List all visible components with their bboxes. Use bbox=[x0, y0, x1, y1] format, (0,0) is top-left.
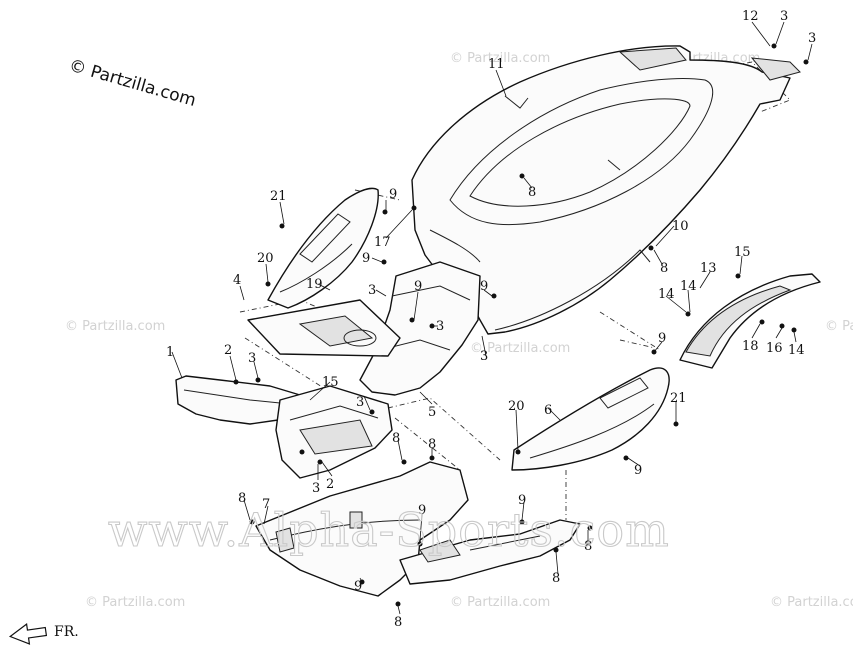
callout-label: 21 bbox=[270, 189, 287, 204]
callout-label: 8 bbox=[528, 185, 536, 200]
fasteners bbox=[233, 43, 809, 607]
callout-label: 18 bbox=[742, 339, 759, 354]
callout-label: 7 bbox=[262, 497, 270, 512]
callout-label: 9 bbox=[389, 187, 397, 202]
callout-label: 9 bbox=[658, 331, 666, 346]
front-left-trim bbox=[175, 375, 301, 425]
callout-label: 14 bbox=[658, 287, 675, 302]
callout-label: 16 bbox=[766, 341, 783, 356]
callout-label: 17 bbox=[374, 235, 391, 250]
watermark-tile: © Partzilla.com bbox=[450, 595, 550, 610]
callout-label: 11 bbox=[488, 57, 505, 72]
callout-label: 20 bbox=[508, 399, 525, 414]
callout-label: 21 bbox=[670, 391, 687, 406]
callout-label: 10 bbox=[672, 219, 689, 234]
watermark-tile: © Partzilla.com bbox=[770, 595, 853, 610]
callout-label: 9 bbox=[518, 493, 526, 508]
callout-label: 3 bbox=[248, 351, 256, 366]
callout-label: 8 bbox=[552, 571, 560, 586]
callout-label: 15 bbox=[734, 245, 751, 260]
arrow-left-icon bbox=[8, 623, 48, 645]
callout-label: 14 bbox=[680, 279, 697, 294]
callout-label: 9 bbox=[634, 463, 642, 478]
callout-label: 3 bbox=[312, 481, 320, 496]
rear-body-cover bbox=[411, 45, 801, 335]
callout-label: 1 bbox=[166, 345, 174, 360]
callout-label: 3 bbox=[356, 395, 364, 410]
left-side-cover bbox=[267, 187, 379, 309]
callout-label: 9 bbox=[354, 579, 362, 594]
callout-label: 9 bbox=[418, 503, 426, 518]
leader-lines bbox=[171, 21, 813, 615]
decal-panel bbox=[247, 299, 401, 357]
callout-label: 8 bbox=[238, 491, 246, 506]
front-label: FR. bbox=[54, 624, 79, 640]
callout-label: 9 bbox=[480, 279, 488, 294]
callout-label: 2 bbox=[224, 343, 232, 358]
callout-label: 13 bbox=[700, 261, 717, 276]
callout-label: 8 bbox=[660, 261, 668, 276]
callout-label: 8 bbox=[392, 431, 400, 446]
front-direction-indicator: FR. bbox=[8, 623, 79, 645]
callout-label: 3 bbox=[808, 31, 816, 46]
callout-label: 9 bbox=[362, 251, 370, 266]
rear-fender bbox=[679, 273, 821, 369]
copyright-text: © Partzilla.com bbox=[67, 56, 199, 111]
callout-label: 14 bbox=[788, 343, 805, 358]
callout-label: 4 bbox=[233, 273, 241, 288]
lower-skirt bbox=[399, 519, 581, 585]
callout-label: 3 bbox=[780, 9, 788, 24]
right-side-cover bbox=[511, 367, 670, 471]
callout-label: 6 bbox=[544, 403, 552, 418]
under-tray bbox=[275, 385, 393, 479]
watermark-text: www.Alpha-Sports.com bbox=[108, 503, 670, 557]
callout-label: 8 bbox=[584, 539, 592, 554]
callout-label: 9 bbox=[414, 279, 422, 294]
callout-label: 5 bbox=[428, 405, 436, 420]
watermark-tile: © Partzilla.com bbox=[470, 341, 570, 356]
callout-label: 3 bbox=[368, 283, 376, 298]
callout-label: 12 bbox=[742, 9, 759, 24]
callout-label: 3 bbox=[480, 349, 488, 364]
watermark-tile: © Partzilla.com bbox=[450, 51, 550, 66]
callout-label: 8 bbox=[428, 437, 436, 452]
callout-numbers: 12 3 3 11 8 10 21 9 17 9 20 4 19 3 9 3 9… bbox=[166, 9, 816, 630]
callout-label: 8 bbox=[394, 615, 402, 630]
callout-label: 3 bbox=[436, 319, 444, 334]
callout-label: 19 bbox=[306, 277, 323, 292]
watermark-tile: © Partzilla.com bbox=[65, 319, 165, 334]
callout-label: 20 bbox=[257, 251, 274, 266]
callout-label: 15 bbox=[322, 375, 339, 390]
callout-label: 2 bbox=[326, 477, 334, 492]
watermark-tile: © Partzilla.com bbox=[825, 319, 853, 334]
watermark-tile: © Partzilla.com bbox=[85, 595, 185, 610]
